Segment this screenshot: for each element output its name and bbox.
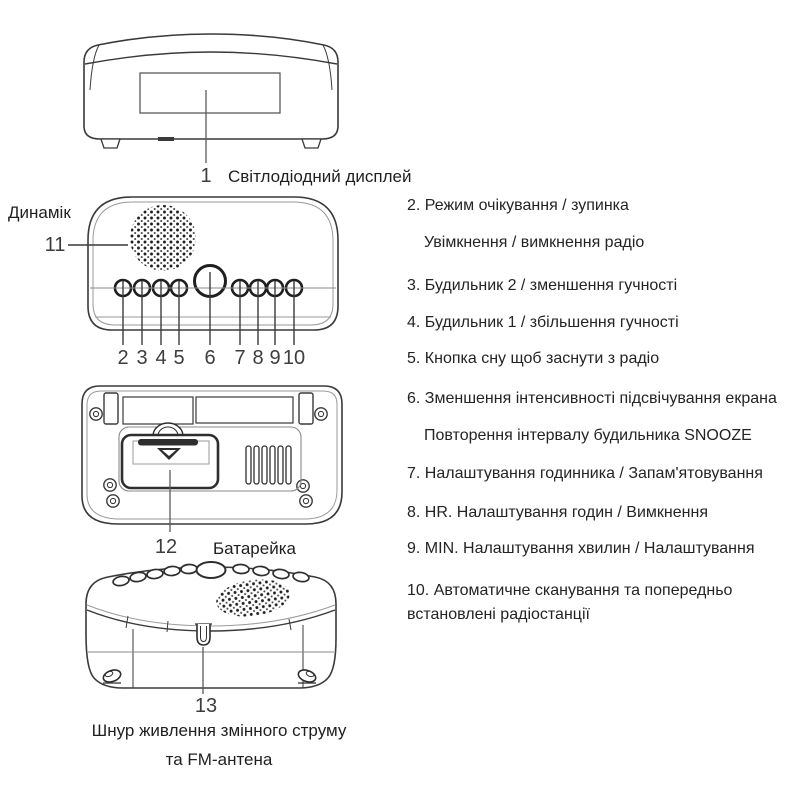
speaker-grille [130, 205, 196, 271]
screw [106, 494, 120, 508]
battery-slide-grip [138, 439, 198, 446]
callout-number-7: 7 [234, 347, 246, 369]
front-right-seam [322, 44, 333, 91]
callout-number-9: 9 [269, 347, 281, 369]
screw [314, 407, 328, 421]
band-tick [166, 620, 169, 633]
clock-body-top [87, 196, 339, 331]
back-inner-panel [118, 426, 302, 492]
front-foot-left [100, 138, 121, 149]
top-button-oval [272, 568, 290, 580]
instruction-line-3: 3. Будильник 2 / зменшення гучності [407, 277, 678, 294]
back-label-area-right [195, 396, 294, 424]
front-bottom-notch [158, 137, 174, 141]
top-button-oval [252, 565, 270, 577]
callout-number-8: 8 [252, 347, 264, 369]
vent-slots [245, 445, 292, 485]
instruction-line-6b: Повторення інтервалу будильника SNOOZE [424, 427, 752, 444]
snooze-button-oval [195, 561, 227, 579]
instruction-line-2b: Увімкнення / вимкнення радіо [424, 234, 645, 251]
callout-number-3: 3 [136, 347, 148, 369]
screw [89, 407, 103, 421]
rear-foot-left [102, 669, 122, 684]
power-cord-label-line2: та FM-антена [165, 750, 273, 769]
callout-number-12: 12 [154, 536, 178, 558]
top-button-oval [146, 568, 164, 580]
callout-number-4: 4 [155, 347, 167, 369]
front-view-drawing [83, 33, 339, 163]
rear-speaker-grille [216, 579, 290, 617]
power-cord-stub-inner [200, 626, 207, 643]
bottom-view-drawing [85, 561, 337, 694]
screw [299, 494, 313, 508]
callout-number-5: 5 [173, 347, 185, 369]
front-foot-right [301, 138, 322, 149]
back-clip-left [103, 392, 119, 425]
clock-body-top-inner [92, 201, 334, 326]
instruction-line-4: 4. Будильник 1 / збільшення гучності [407, 314, 679, 331]
callout-number-6: 6 [204, 347, 216, 369]
top-button-oval [129, 571, 147, 583]
instruction-line-6: 6. Зменшення інтенсивності підсвічування… [407, 390, 777, 407]
rear-foot-right [297, 669, 317, 684]
top-button-oval [180, 563, 198, 575]
instruction-line-8: 8. HR. Налаштування годин / Вимкнення [407, 504, 708, 521]
callout-number-10: 10 [282, 347, 306, 369]
led-display [139, 72, 281, 114]
band-tick [288, 618, 292, 631]
battery-tab-inner [157, 426, 179, 437]
top-button-oval [292, 571, 310, 583]
screw [103, 478, 117, 492]
front-left-seam [89, 44, 100, 91]
callout-number-2: 2 [117, 347, 129, 369]
instruction-line-10: 10. Автоматичне сканування та попередньо… [407, 582, 733, 623]
instruction-line-9: 9. MIN. Налаштування хвилин / Налаштуван… [407, 540, 755, 557]
top-view-drawing [68, 196, 339, 345]
speaker-label: Динамік [8, 203, 71, 222]
battery-label: Батарейка [213, 539, 296, 558]
callout-number-11: 11 [44, 234, 66, 256]
led-display-label: Світлодіодний дисплей [228, 167, 412, 186]
top-button-oval [163, 565, 181, 577]
instruction-line-5: 5. Кнопка сну щоб заснути з радіо [407, 350, 660, 367]
back-clip-right [298, 392, 314, 425]
callout-number-1: 1 [200, 165, 212, 187]
back-view-drawing [81, 385, 343, 532]
callout-number-13: 13 [194, 695, 218, 717]
top-button-oval [232, 563, 250, 575]
battery-tab-outer [152, 422, 184, 437]
battery-arrow-inner [162, 450, 176, 456]
front-top-band [84, 51, 338, 65]
clock-body-back-inner [86, 390, 338, 520]
instruction-line-2: 2. Режим очікування / зупинка [407, 197, 629, 214]
instruction-line-7: 7. Налаштування годинника / Запам'ятовув… [407, 465, 763, 482]
top-button-oval [112, 575, 130, 587]
back-label-area-left [122, 396, 194, 425]
screw [296, 479, 310, 493]
power-cord-label-line1: Шнур живлення змінного струму [91, 721, 347, 740]
band-tick [125, 615, 129, 629]
